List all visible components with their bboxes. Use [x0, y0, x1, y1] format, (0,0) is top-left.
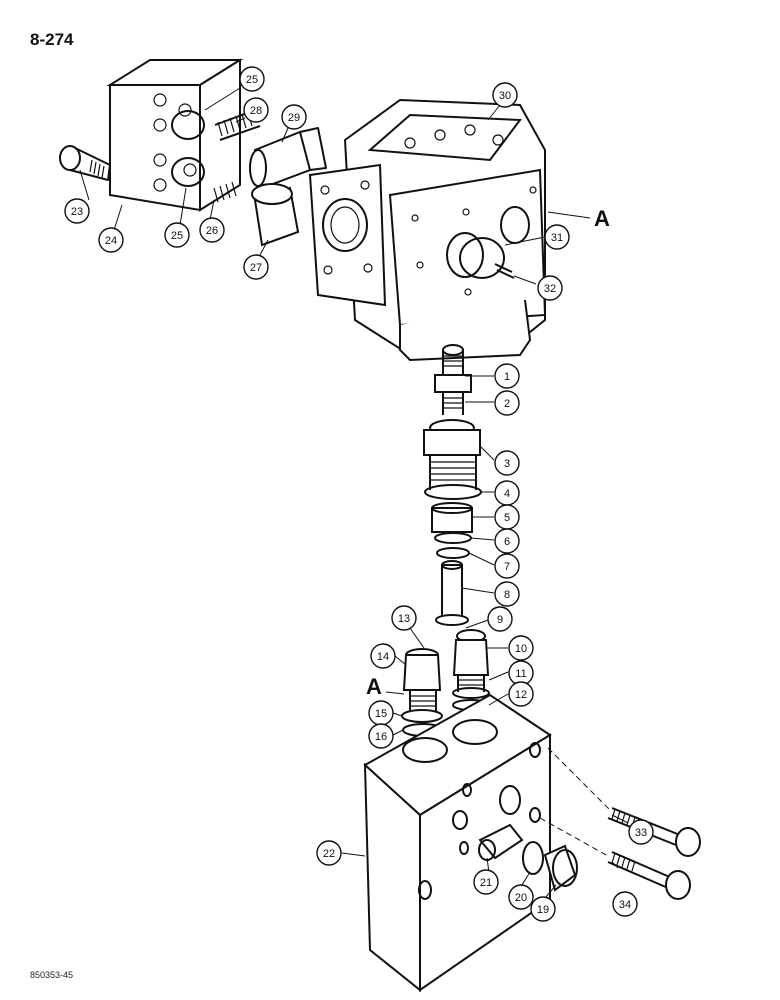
- svg-text:25: 25: [171, 230, 183, 242]
- svg-text:31: 31: [551, 232, 563, 244]
- callout-33: 33: [628, 819, 654, 845]
- callout-22: 22: [316, 840, 342, 866]
- callout-23: 23: [64, 198, 90, 224]
- svg-text:34: 34: [619, 899, 631, 911]
- callout-29: 29: [281, 104, 307, 130]
- svg-text:28: 28: [250, 105, 262, 117]
- oring-4: [424, 484, 482, 500]
- svg-text:5: 5: [504, 512, 510, 524]
- callout-1: 1: [494, 363, 520, 389]
- cartridge-10: [452, 629, 490, 692]
- fitting-1-2: [434, 344, 472, 415]
- svg-text:8: 8: [504, 589, 510, 601]
- svg-text:4: 4: [504, 488, 510, 500]
- fitting-32: [494, 263, 515, 279]
- valve-body: [308, 98, 547, 362]
- reference-letter-right: A: [594, 206, 610, 231]
- callout-10: 10: [508, 635, 534, 661]
- body-3: [423, 419, 481, 490]
- page-number: 8-274: [30, 30, 74, 49]
- cartridge-14: [402, 648, 442, 712]
- callout-32: 32: [537, 275, 563, 301]
- svg-text:30: 30: [499, 90, 511, 102]
- callout-31: 31: [544, 224, 570, 250]
- svg-text:24: 24: [105, 235, 117, 247]
- callout-3: 3: [494, 450, 520, 476]
- svg-text:23: 23: [71, 206, 83, 218]
- svg-text:21: 21: [480, 877, 492, 889]
- callout-30: 30: [492, 82, 518, 108]
- callout-28: 28: [243, 97, 269, 123]
- svg-text:9: 9: [497, 614, 503, 626]
- bolt-34: [539, 817, 691, 900]
- callout-26: 26: [199, 217, 225, 243]
- svg-text:32: 32: [544, 283, 556, 295]
- bolt-33: [547, 747, 701, 857]
- callout-6: 6: [494, 528, 520, 554]
- svg-text:6: 6: [504, 536, 510, 548]
- callout-8: 8: [494, 581, 520, 607]
- svg-text:3: 3: [504, 458, 510, 470]
- callout-34: 34: [612, 891, 638, 917]
- spool-29: [249, 127, 327, 190]
- ring-6: [434, 532, 472, 544]
- callout-16: 16: [368, 723, 394, 749]
- svg-text:22: 22: [323, 848, 335, 860]
- spring-26: [213, 181, 237, 203]
- callout-24: 24: [98, 227, 124, 253]
- callout-7: 7: [494, 553, 520, 579]
- svg-text:2: 2: [504, 398, 510, 410]
- svg-text:25: 25: [246, 74, 258, 86]
- callout-5: 5: [494, 504, 520, 530]
- sleeve-5: [431, 502, 473, 533]
- callout-9: 9: [487, 606, 513, 632]
- callout-25-bottom: 25: [164, 222, 190, 248]
- washer-7: [436, 547, 470, 559]
- callout-12: 12: [508, 681, 534, 707]
- lower-block: [363, 693, 552, 993]
- cap-27: [251, 183, 300, 247]
- callout-27: 27: [243, 254, 269, 280]
- svg-text:19: 19: [537, 904, 549, 916]
- plug-19: [543, 844, 578, 892]
- svg-text:20: 20: [515, 892, 527, 904]
- end-plate: [106, 58, 244, 212]
- svg-text:33: 33: [635, 827, 647, 839]
- callout-19: 19: [530, 896, 556, 922]
- callout-21: 21: [473, 869, 499, 895]
- callout-25-top: 25: [239, 66, 265, 92]
- svg-text:7: 7: [504, 561, 510, 573]
- svg-text:26: 26: [206, 225, 218, 237]
- callout-2: 2: [494, 390, 520, 416]
- svg-text:15: 15: [375, 708, 387, 720]
- pin-8: [435, 560, 469, 626]
- callout-leaders: [79, 87, 629, 898]
- callout-20: 20: [508, 884, 534, 910]
- oring-20: [522, 841, 544, 875]
- svg-text:13: 13: [398, 613, 410, 625]
- pin-21: [478, 823, 524, 861]
- svg-text:1: 1: [504, 371, 510, 383]
- svg-text:12: 12: [515, 689, 527, 701]
- bolt-23: [59, 145, 111, 181]
- callout-13: 13: [391, 605, 417, 631]
- reference-letter-left: A: [366, 674, 382, 699]
- reference-leader-left: [385, 691, 405, 695]
- callout-15: 15: [368, 700, 394, 726]
- oring-15: [401, 709, 443, 723]
- figure-code: 850353-45: [30, 970, 74, 980]
- callout-4: 4: [494, 480, 520, 506]
- svg-text:11: 11: [515, 668, 526, 680]
- svg-text:14: 14: [377, 651, 389, 663]
- oring-11: [452, 687, 490, 699]
- reference-leader-right: [547, 211, 591, 219]
- svg-text:27: 27: [250, 262, 262, 274]
- svg-text:10: 10: [515, 643, 527, 655]
- callout-14: 14: [370, 643, 396, 669]
- svg-text:16: 16: [375, 731, 387, 743]
- svg-text:29: 29: [288, 112, 300, 124]
